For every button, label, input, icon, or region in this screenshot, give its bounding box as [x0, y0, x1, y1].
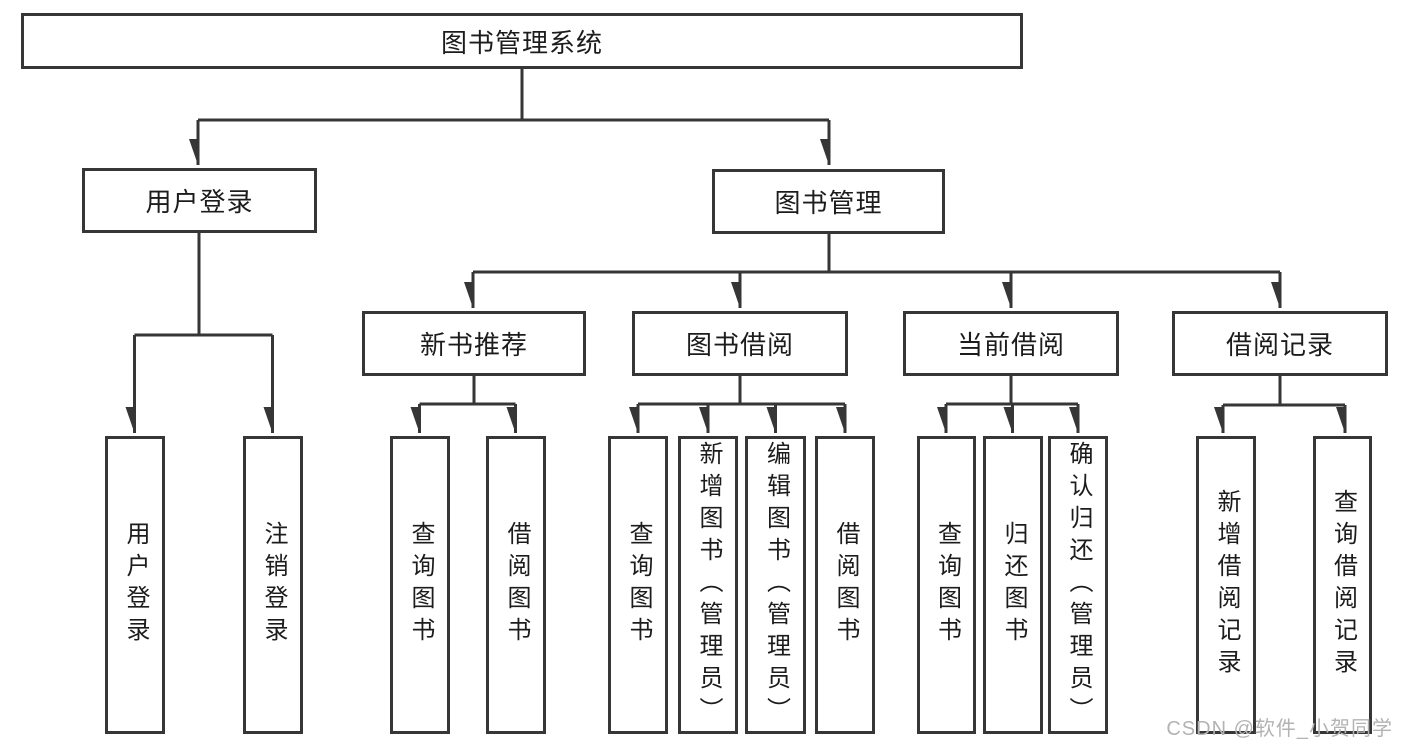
leaf-label: 新增借阅记录	[1213, 489, 1240, 681]
node-label: 图书管理系统	[440, 27, 603, 58]
leaf-add-book-admin: 新增图书（管理员）	[678, 436, 738, 734]
leaf-label: 查询图书	[625, 521, 652, 649]
leaf-label: 查询借阅记录	[1329, 489, 1357, 681]
leaf-label: 编辑图书（管理员）	[762, 441, 790, 729]
leaf-add-borrow-record: 新增借阅记录	[1196, 436, 1256, 734]
leaf-query-books-current: 查询图书	[917, 436, 976, 734]
leaf-borrow-books-recommend: 借阅图书	[486, 436, 546, 734]
node-book-borrow: 图书借阅	[632, 311, 848, 376]
node-new-book-recommend: 新书推荐	[362, 311, 586, 376]
node-label: 图书借阅	[685, 330, 794, 360]
leaf-query-borrow-record: 查询借阅记录	[1313, 436, 1372, 734]
leaf-label: 确认归还（管理员）	[1065, 441, 1092, 729]
leaf-label: 查询图书	[407, 521, 434, 649]
leaf-label: 借阅图书	[832, 521, 859, 649]
node-book-management: 图书管理	[712, 169, 945, 234]
leaf-edit-book-admin: 编辑图书（管理员）	[745, 436, 806, 734]
leaf-label: 新增图书（管理员）	[695, 441, 722, 729]
node-label: 新书推荐	[419, 330, 528, 360]
leaf-query-books-recommend: 查询图书	[390, 436, 450, 734]
leaf-label: 用户登录	[122, 521, 149, 649]
node-label: 图书管理	[774, 188, 883, 218]
leaf-user-login: 用户登录	[105, 436, 165, 734]
leaf-borrow-books: 借阅图书	[815, 436, 875, 734]
watermark: CSDN @软件_小贺同学	[1166, 718, 1393, 740]
node-label: 借阅记录	[1225, 330, 1334, 360]
node-label: 用户登录	[145, 187, 254, 217]
leaf-label: 注销登录	[260, 521, 287, 649]
leaf-logout: 注销登录	[243, 436, 303, 734]
node-label: 当前借阅	[956, 330, 1065, 360]
leaf-confirm-return-admin: 确认归还（管理员）	[1048, 436, 1108, 734]
node-current-borrow: 当前借阅	[903, 311, 1119, 376]
leaf-query-books-borrow: 查询图书	[608, 436, 668, 734]
node-library-management-system: 图书管理系统	[21, 13, 1023, 69]
leaf-label: 借阅图书	[503, 521, 530, 649]
leaf-label: 归还图书	[1000, 521, 1027, 649]
leaf-return-book: 归还图书	[983, 436, 1043, 734]
leaf-label: 查询图书	[933, 521, 961, 649]
node-borrow-records: 借阅记录	[1172, 311, 1388, 376]
node-user-login: 用户登录	[82, 168, 317, 233]
